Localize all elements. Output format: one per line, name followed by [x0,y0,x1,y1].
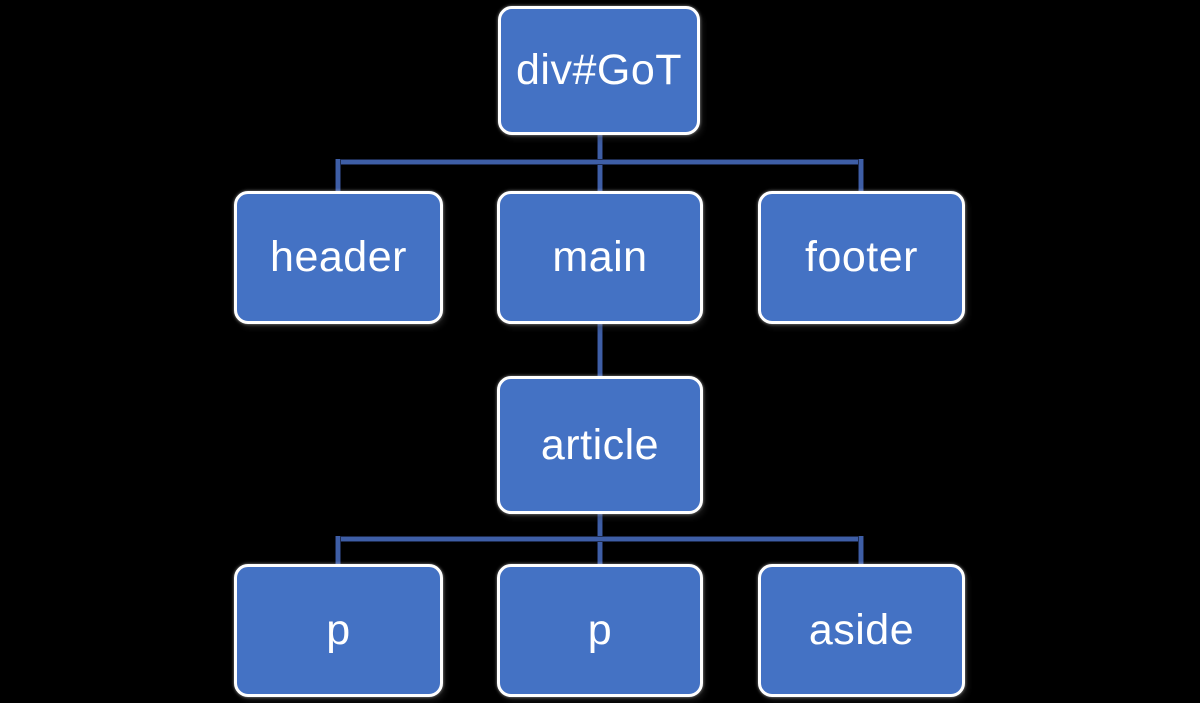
node-div-got: div#GoT [498,6,700,135]
connector-level3-bar [335,536,864,542]
node-article: article [497,376,703,514]
connector-drop-p1 [335,536,341,564]
node-p-1-label: p [326,606,351,654]
node-main: main [497,191,703,324]
node-p-2-label: p [587,606,613,654]
node-aside: aside [758,564,965,697]
connector-drop-aside [858,536,864,564]
node-article-label: article [540,420,660,469]
connector-drop-footer [858,159,864,191]
connector-main-to-article [597,322,603,376]
node-aside-label: aside [808,606,915,654]
connector-level1-bar [335,159,864,165]
node-header: header [234,191,443,324]
node-footer-label: footer [805,233,918,281]
connector-drop-header [335,159,341,191]
node-p-1: p [234,564,443,697]
node-footer: footer [758,191,965,324]
node-main-label: main [552,233,648,281]
node-div-got-label: div#GoT [515,46,682,94]
node-header-label: header [270,233,407,281]
node-p-2: p [497,564,703,697]
